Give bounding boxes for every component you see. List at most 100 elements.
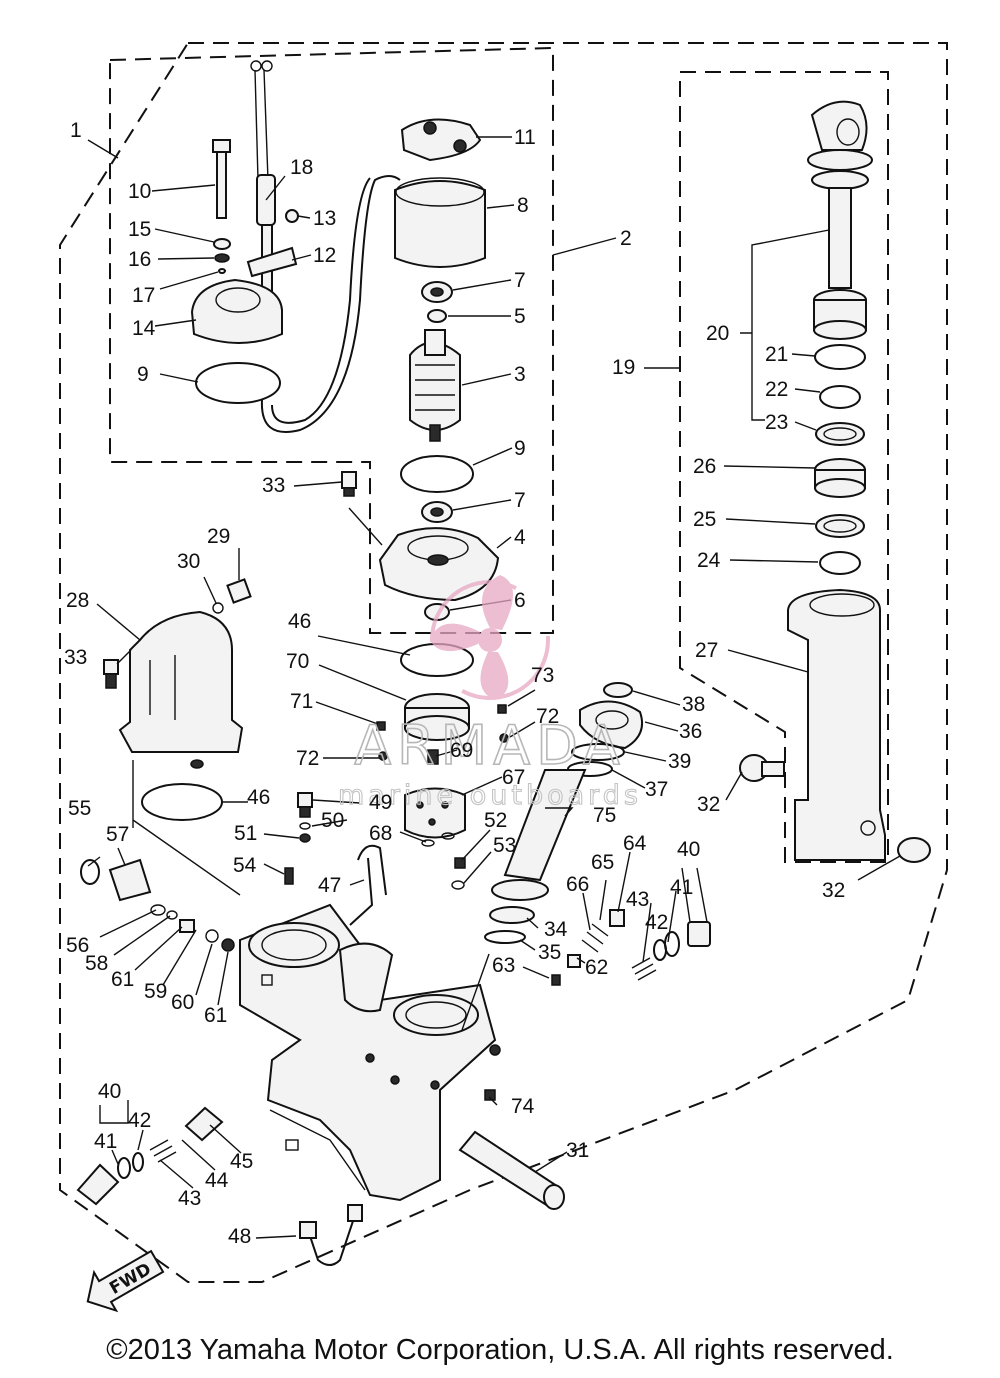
callout-41a: 41 <box>670 876 693 899</box>
ring-part-23 <box>815 422 865 446</box>
callout-1: 1 <box>70 119 82 142</box>
shuttle-part-75 <box>503 769 587 882</box>
callout-73: 73 <box>531 664 554 687</box>
callout-62: 62 <box>585 956 608 979</box>
brush-holder-part-11 <box>400 118 482 162</box>
callout-60: 60 <box>171 991 194 1014</box>
callout-36: 36 <box>679 720 702 743</box>
callout-51: 51 <box>234 822 257 845</box>
callout-39: 39 <box>668 750 691 773</box>
callout-72b: 72 <box>536 705 559 728</box>
o-ring-part-46b <box>141 783 223 821</box>
callout-48: 48 <box>228 1225 251 1248</box>
callout-16: 16 <box>128 248 151 271</box>
callout-54: 54 <box>233 854 257 877</box>
callout-33a: 33 <box>262 474 285 497</box>
callout-55: 55 <box>68 797 91 820</box>
callout-5: 5 <box>514 305 526 328</box>
callout-58: 58 <box>85 952 108 975</box>
callout-50: 50 <box>321 809 344 832</box>
callout-57: 57 <box>106 823 129 846</box>
leader-lines <box>87 136 901 1239</box>
callout-11: 11 <box>514 126 536 149</box>
cylinder-parts <box>739 100 931 863</box>
callout-53: 53 <box>493 834 516 857</box>
callout-27: 27 <box>695 639 718 662</box>
callout-26: 26 <box>693 455 716 478</box>
watermark-tagline: marine outboards <box>338 780 642 811</box>
motor-parts <box>190 60 500 621</box>
callout-23: 23 <box>765 411 788 434</box>
callout-9a: 9 <box>137 363 149 386</box>
callout-42a: 42 <box>645 911 668 934</box>
callout-43a: 43 <box>626 888 649 911</box>
pipe-part-47 <box>349 844 387 926</box>
callout-20: 20 <box>706 322 729 345</box>
callout-28: 28 <box>66 589 89 612</box>
manifold-body <box>76 903 565 1266</box>
copyright-notice: ©2013 Yamaha Motor Corporation, U.S.A. A… <box>106 1334 894 1366</box>
callout-46a: 46 <box>288 610 311 633</box>
callout-9b: 9 <box>514 437 526 460</box>
watermark: ARMADA marine outboards <box>337 575 642 812</box>
cap-part-36 <box>579 700 644 750</box>
pump-part-67 <box>404 787 466 839</box>
callout-71: 71 <box>290 690 313 713</box>
o-ring-part-9 <box>195 362 281 404</box>
callout-68: 68 <box>369 822 392 845</box>
callout-34: 34 <box>544 918 568 941</box>
outline-power-trim-tilt-unit <box>59 42 948 1283</box>
callout-32a: 32 <box>697 793 720 816</box>
callout-24: 24 <box>697 549 721 572</box>
callout-31: 31 <box>566 1139 589 1162</box>
callout-14: 14 <box>132 317 156 340</box>
callout-43b: 43 <box>178 1187 201 1210</box>
callout-70: 70 <box>286 650 309 673</box>
callout-8: 8 <box>517 194 529 217</box>
ring-part-22 <box>819 385 861 409</box>
callout-64: 64 <box>623 832 647 855</box>
callout-18: 18 <box>290 156 313 179</box>
callout-29: 29 <box>207 525 230 548</box>
callout-37: 37 <box>645 778 668 801</box>
cylinder-body-part-27 <box>787 588 886 861</box>
callout-10: 10 <box>128 180 151 203</box>
callout-49: 49 <box>369 791 392 814</box>
callout-4: 4 <box>514 526 526 549</box>
callout-56: 56 <box>66 934 89 957</box>
pipe-part-48 <box>307 1214 356 1266</box>
callout-63: 63 <box>492 954 515 977</box>
callout-38: 38 <box>682 693 705 716</box>
callout-75: 75 <box>593 804 616 827</box>
callout-61b: 61 <box>204 1004 227 1027</box>
callout-41b: 41 <box>94 1130 117 1153</box>
callout-22: 22 <box>765 378 788 401</box>
callout-40b: 40 <box>98 1080 121 1103</box>
callout-69: 69 <box>450 739 473 762</box>
ring-part-25 <box>815 514 865 538</box>
piston-rod-part-20 <box>810 100 868 151</box>
callout-12: 12 <box>313 244 336 267</box>
callout-3: 3 <box>514 363 526 386</box>
fwd-arrow: FWD <box>86 1249 165 1313</box>
callout-44: 44 <box>205 1169 229 1192</box>
callout-67: 67 <box>502 766 525 789</box>
yoke-part-8 <box>394 180 486 268</box>
callouts: 1 2 3 4 5 6 7 7 8 9 9 10 11 12 13 14 15 … <box>64 119 845 1248</box>
callout-45: 45 <box>230 1150 253 1173</box>
callout-35: 35 <box>538 941 561 964</box>
callout-33b: 33 <box>64 646 87 669</box>
callout-66: 66 <box>566 873 589 896</box>
watermark-logo <box>430 575 550 700</box>
callout-21: 21 <box>765 343 788 366</box>
outline-motor-assembly <box>109 46 554 634</box>
callout-46b: 46 <box>247 786 270 809</box>
callout-17: 17 <box>132 284 155 307</box>
exploded-parts-diagram: ARMADA marine outboards FWD 1 2 3 4 5 6 … <box>59 42 948 1313</box>
assembly-outlines <box>59 42 948 1283</box>
callout-61a: 61 <box>111 968 134 991</box>
callout-15: 15 <box>128 218 151 241</box>
callout-25: 25 <box>693 508 716 531</box>
callout-32b: 32 <box>822 879 845 902</box>
callout-52: 52 <box>484 809 507 832</box>
